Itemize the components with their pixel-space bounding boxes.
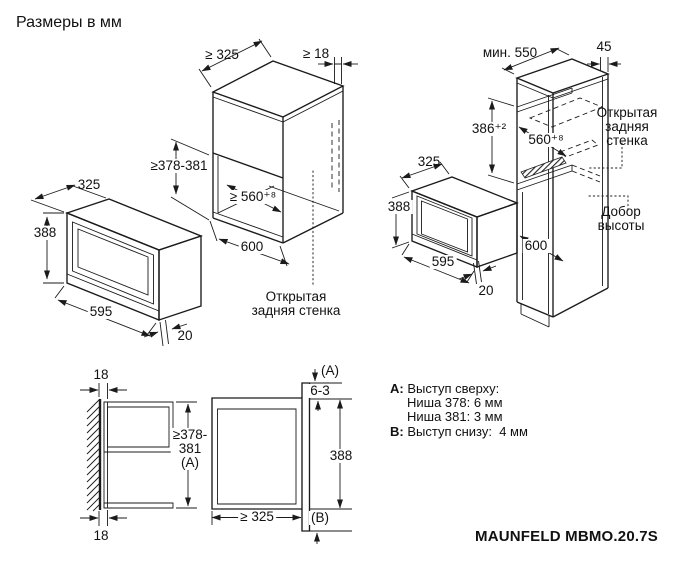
height-filler-strip [520, 156, 567, 179]
fig3-dim-niche-386: 386⁺² [469, 120, 509, 137]
protrusion-legend: A: Выступ сверху: Ниша 378: 6 мм Ниша 38… [390, 381, 528, 439]
fig4-dim-min325: ≥ 325 [238, 508, 276, 525]
fig2-dim-niche-height: ≥378-381 [148, 157, 210, 174]
legend-b-value: 4 мм [499, 423, 528, 439]
fig1-dim-height-388: 388 [31, 224, 59, 241]
fig1-dim-depth-325: 325 [77, 176, 101, 192]
legend-b-prefix: B: [390, 423, 404, 439]
fig4-dim-niche-height: ≥378- 381 (A) [170, 426, 210, 471]
fig2-open-back-note: Открытая задняя стенка [251, 288, 341, 318]
fig3-height-filler-note: Добор высоты [597, 203, 645, 233]
legend-a-prefix: A: [390, 381, 404, 396]
left-microwave-isometric [30, 184, 203, 347]
right-microwave-isometric [391, 161, 519, 285]
legend-b-text: Выступ снизу: [407, 423, 492, 439]
fig3-mw-dim-595: 595 [429, 253, 457, 270]
legend-a-text: Выступ сверху: [407, 381, 500, 396]
page-title: Размеры в мм [16, 14, 122, 31]
fig3-dim-depth-min550: мин. 550 [482, 44, 538, 60]
fig4-ref-a: (A) [321, 362, 339, 378]
fig4-ref-b: (B) [309, 509, 331, 526]
fig3-mw-dim-388: 388 [385, 198, 413, 215]
legend-line-b: B: Выступ снизу: 4 мм [390, 423, 528, 439]
wall-hatching [86, 398, 101, 512]
legend-niche-381: Ниша 381: 3 мм [407, 409, 503, 425]
model-number: MAUNFELD MBMO.20.7S [475, 528, 658, 545]
fig4-dim-18-top: 18 [93, 366, 109, 382]
fig1-dim-width-595: 595 [87, 303, 115, 320]
fig2-dim-cabinet-600: 600 [238, 238, 266, 255]
fig3-mw-dim-325: 325 [417, 153, 441, 169]
fig2-dim-depth-min325: ≥ 325 [205, 46, 239, 62]
legend-niche-378: Ниша 378: 6 мм [407, 395, 503, 411]
fig3-open-back-note: Открытая задняя стенка [596, 104, 658, 149]
legend-line-a: A: Выступ сверху: [390, 381, 528, 396]
side-section-view [80, 369, 352, 544]
fig1-dim-front-20: 20 [177, 327, 193, 343]
fig4-dim-18-bottom: 18 [93, 527, 109, 543]
fig3-mw-dim-20: 20 [478, 282, 494, 298]
fig2-dim-panel-min18: ≥ 18 [302, 45, 330, 61]
fig3-dim-45: 45 [596, 38, 612, 54]
fig4-dim-388: 388 [327, 447, 355, 464]
fig2-dim-niche-width: ≥ 560⁺⁸ [227, 188, 279, 205]
fig4-dim-6-3: 6-3 [308, 382, 332, 399]
fig3-dim-niche-560: 560⁺⁸ [526, 131, 566, 148]
tall-cabinet-installation-isometric [391, 47, 629, 328]
fig3-dim-lower-600: 600 [522, 237, 550, 254]
